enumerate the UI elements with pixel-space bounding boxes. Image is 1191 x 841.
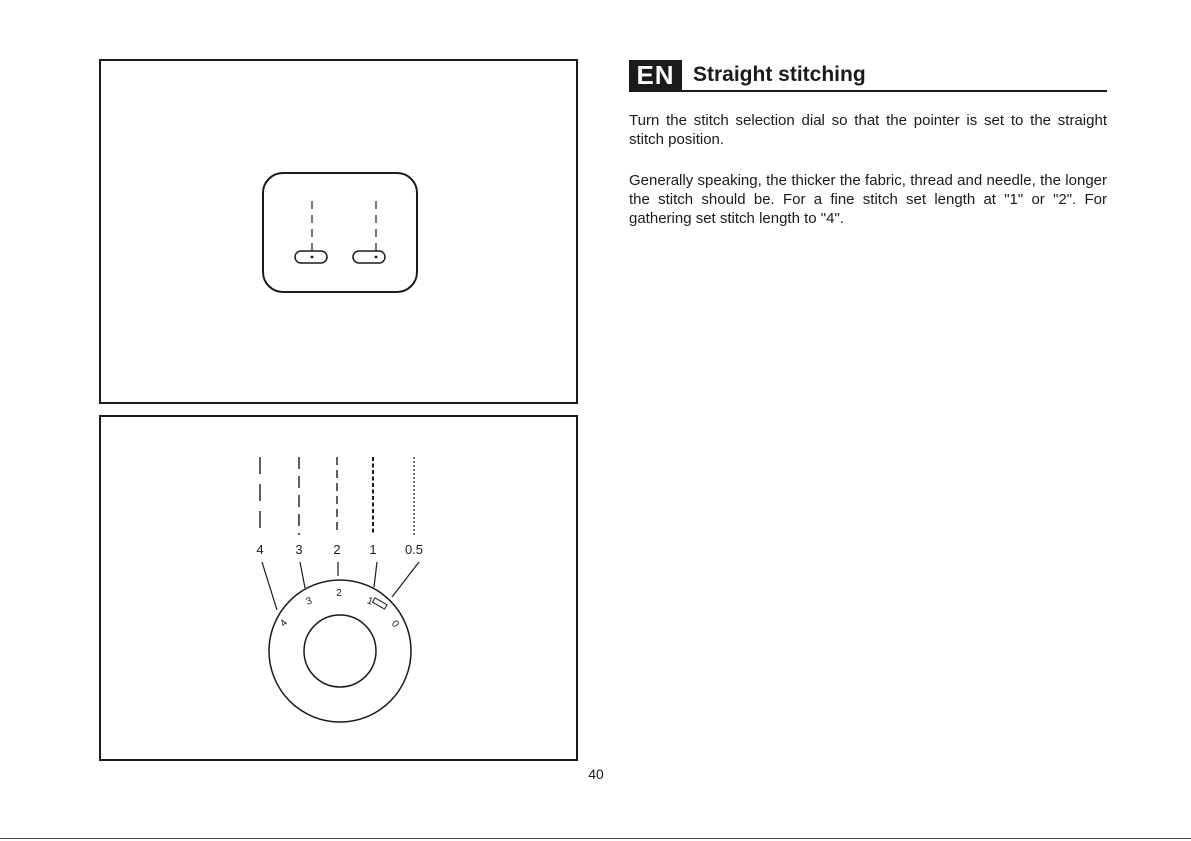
dial-label-1: 1 xyxy=(365,596,374,608)
dial-label-0: 0 xyxy=(389,619,401,631)
needle-point-right xyxy=(374,255,378,259)
leader-line-3 xyxy=(299,561,306,589)
length-label-1: 1 xyxy=(369,542,376,557)
instruction-paragraph-2: Generally speaking, the thicker the fabr… xyxy=(629,172,1107,227)
leader-line-0-5 xyxy=(391,561,420,598)
leader-line-1 xyxy=(373,561,378,588)
section-title: Straight stitching xyxy=(693,63,866,86)
dial-label-3: 3 xyxy=(305,595,314,607)
needle-point-left xyxy=(310,255,314,259)
needle-plate-illustration-panel xyxy=(99,59,578,404)
dial-label-2: 2 xyxy=(336,588,342,599)
length-label-4: 4 xyxy=(256,542,263,557)
length-label-0-5: 0.5 xyxy=(405,542,423,557)
needle-hole-right xyxy=(352,250,386,264)
dial-label-4: 4 xyxy=(278,617,290,629)
needle-plate-outline xyxy=(262,172,418,293)
language-badge: EN xyxy=(629,60,682,90)
instruction-paragraph-1: Turn the stitch selection dial so that t… xyxy=(629,112,1107,148)
title-underline xyxy=(629,90,1107,92)
page-bottom-rule xyxy=(0,838,1191,839)
fine-stitch-band-icon xyxy=(371,597,388,610)
stitch-length-dial-illustration: 4 3 2 1 0.5 4 3 2 1 0 xyxy=(256,457,423,723)
needle-plate-illustration xyxy=(262,172,418,293)
page-number: 40 xyxy=(588,766,604,782)
leader-line-4 xyxy=(261,561,278,611)
length-label-3: 3 xyxy=(295,542,302,557)
length-label-2: 2 xyxy=(333,542,340,557)
dial-center-knob xyxy=(303,614,377,688)
stitch-length-dial-panel: 4 3 2 1 0.5 4 3 2 1 0 xyxy=(99,415,578,761)
